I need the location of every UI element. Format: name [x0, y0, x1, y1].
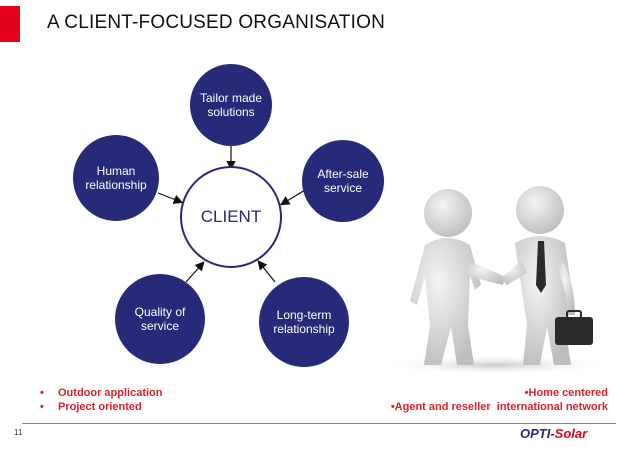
- node-line: Tailor made: [199, 91, 263, 105]
- bullet-dot: •: [40, 387, 44, 399]
- opti-solar-logo: OPTI-Solar: [520, 426, 587, 441]
- bullet-dot: •: [40, 401, 44, 413]
- list-item: • Project oriented: [40, 400, 163, 414]
- list-item: •Agent and reseller international networ…: [377, 400, 608, 414]
- client-circle: CLIENT: [180, 166, 282, 268]
- footer-divider: [22, 423, 616, 424]
- node-line: relationship: [273, 322, 335, 336]
- bullet-dot: •: [524, 387, 529, 399]
- logo-part-solar: Solar: [554, 426, 588, 441]
- arrow-left: [157, 192, 184, 204]
- bullet-text: Project oriented: [58, 401, 142, 413]
- slide-title: A CLIENT-FOCUSED ORGANISATION: [47, 12, 385, 33]
- arrow-bottom-left: [185, 261, 205, 283]
- bullet-dot: •: [390, 401, 395, 413]
- handshake-illustration: [380, 186, 610, 375]
- node-line: Human: [96, 164, 136, 178]
- list-item: •Home centered: [377, 386, 608, 400]
- node-line: Quality of: [134, 305, 186, 319]
- bullet-list-left: • Outdoor application • Project oriented: [40, 386, 163, 414]
- bullet-list-right: •Home centered •Agent and reseller inter…: [377, 386, 608, 414]
- bullet-text: Agent and reseller international network: [394, 401, 608, 413]
- node-line: Long-term: [276, 308, 332, 322]
- node-line: After-sale: [317, 167, 369, 181]
- bullet-text: Home centered: [528, 387, 608, 399]
- node-line: service: [323, 181, 362, 195]
- logo-part-opti: OPTI-: [520, 426, 555, 441]
- page-number: 11: [14, 428, 23, 437]
- node-line: relationship: [85, 178, 147, 192]
- arrow-right: [279, 189, 306, 206]
- title-accent-bar: [0, 6, 20, 42]
- list-item: • Outdoor application: [40, 386, 163, 400]
- arrow-bottom-right: [257, 260, 276, 283]
- bullet-text: Outdoor application: [58, 387, 163, 399]
- node-line: solutions: [207, 105, 255, 119]
- node-line: service: [140, 319, 179, 333]
